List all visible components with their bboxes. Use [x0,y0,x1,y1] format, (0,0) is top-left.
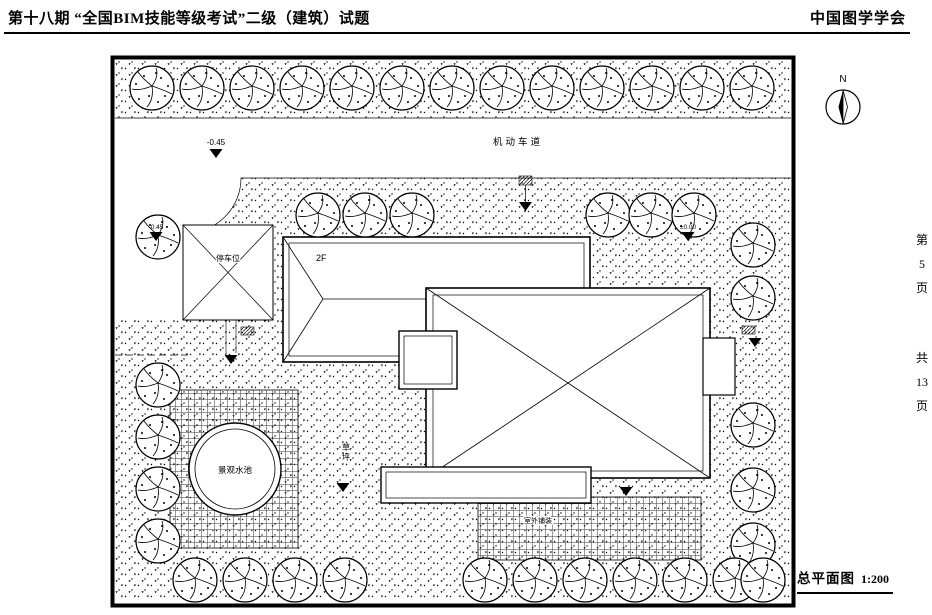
elevation-label: -0.45 [149,224,164,231]
west-roof-ridge [282,236,445,363]
pool-inner-ring [194,428,276,510]
tree-icon [295,192,341,238]
compass-needle-light [842,89,848,125]
tree-icon [562,557,608,603]
tree-icon [179,65,225,111]
margin-char: 第 [915,233,928,247]
level-marker-icon [209,149,223,158]
tree-icon [740,557,786,603]
annotations: 机动车道 -0.45 -0.45 ±0.00 草坪 室外铺装 [149,136,762,526]
tree-icon [679,65,725,111]
tree-icon [662,557,708,603]
elevation-label: -0.45 [207,138,226,147]
page-indicator-current: 第 5 页 [912,228,932,300]
tree-icon [129,65,175,111]
elevation-label: ±0.00 [680,224,697,231]
tree-icon [135,518,181,564]
tree-icon [272,557,318,603]
margin-char: 共 [915,351,928,365]
tree-icon [279,65,325,111]
tree-icon [730,275,776,321]
paving-label: 室外铺装 [524,516,552,525]
tree-icon [529,65,575,111]
tree-icon [730,402,776,448]
tree-icon [135,466,181,512]
lawn-label: 草坪 [342,442,351,463]
main-roof-hips [425,287,711,479]
building-east-bay [702,337,736,396]
margin-char: 5 [919,257,925,271]
road-label: 机动车道 [493,136,543,148]
landscape-pool: 景观水池 [188,422,282,516]
compass-needle-dark [838,90,843,124]
tree-icon [629,65,675,111]
header-rule [4,32,910,34]
tree-icon [172,557,218,603]
caption-title: 总平面图 [797,571,855,586]
drawing-border [110,55,796,608]
pool-outer-ring [188,422,282,516]
tree-icon [730,467,776,513]
tree-icon [135,414,181,460]
tree-icon [389,192,435,238]
tree-icon [730,222,776,268]
page-title: 第十八期 “全国BIM技能等级考试”二级（建筑）试题 [8,11,370,27]
floor-label: 2F [316,253,327,263]
tree-icon [579,65,625,111]
access-road [115,178,241,320]
south-plaza [477,496,702,561]
parking-label: 停车位 [216,253,240,263]
site-plan-drawing: 景观水池 停车位 2F [110,55,796,608]
tree-icon [628,192,674,238]
tree-icon [612,557,658,603]
building-south-wing [380,466,592,504]
tree-icon [322,557,368,603]
tree-icon [512,557,558,603]
drawing-caption: 总平面图 1:200 [797,567,893,594]
org-name: 中国图学学会 [809,11,906,27]
tree-icon [229,65,275,111]
tree-icon [729,65,775,111]
building-tower [398,330,458,390]
parking-area: 停车位 [182,224,274,321]
tree-icon [585,192,631,238]
tree-icon [379,65,425,111]
building-roof-plan: 2F [282,236,736,504]
margin-char: 页 [915,281,928,295]
north-arrow: N [825,74,861,125]
page-indicator-total: 共 13 页 [912,346,932,418]
tree-icon [479,65,525,111]
tree-icon [342,192,388,238]
level-symbol [240,326,255,336]
margin-char: 13 [916,375,928,389]
margin-char: 页 [915,399,928,413]
tree-icon [462,557,508,603]
tree-icon [135,362,181,408]
caption-scale: 1:200 [861,572,889,586]
level-symbol [518,175,533,186]
tree-icon [329,65,375,111]
pool-label: 景观水池 [218,465,253,475]
level-symbol [741,325,756,335]
north-label: N [839,74,846,85]
tree-icon [222,557,268,603]
tree-icon [429,65,475,111]
